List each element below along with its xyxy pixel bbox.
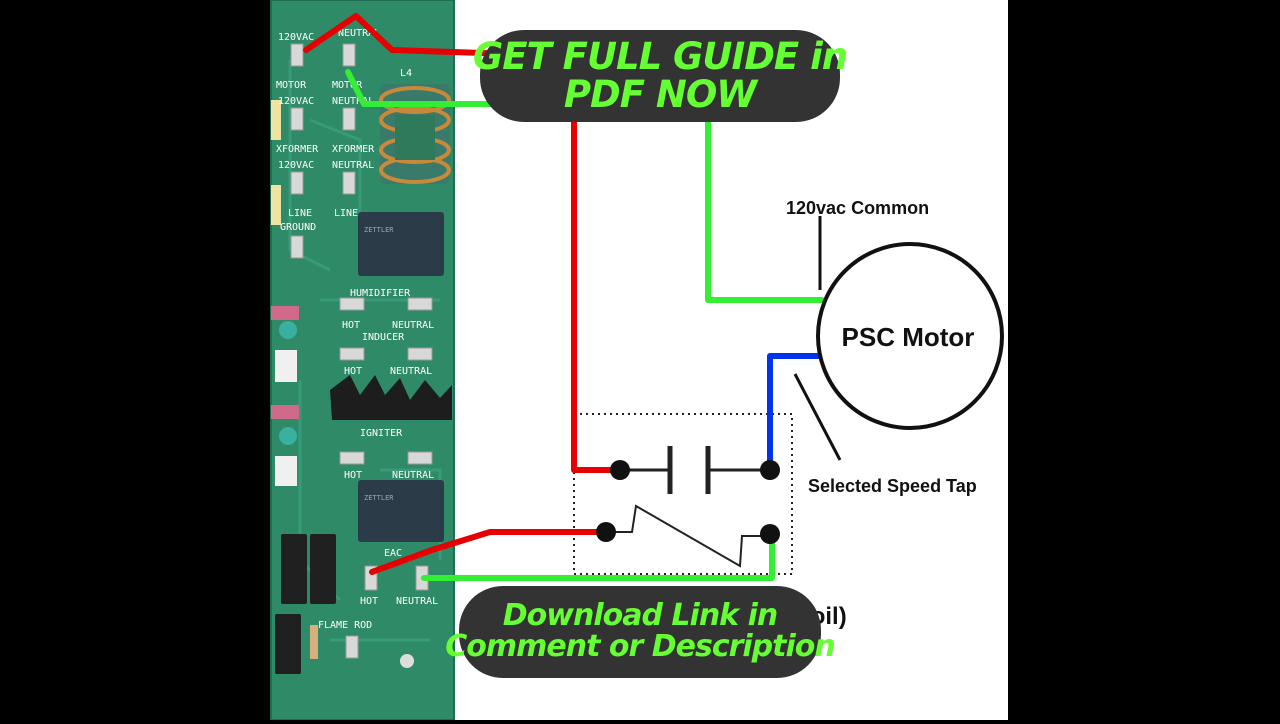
board-label: NEUTRAL: [392, 320, 434, 331]
board-silkscreen: 120VAC NEUTRAL MOTOR MOTOR 120VAC NEUTRAL XFOR…: [276, 28, 438, 631]
board-label: NEUTRAL: [396, 596, 438, 607]
board-label: ZETTLER: [364, 226, 394, 234]
board-label: LINE: [334, 208, 358, 219]
board-label: XFORMER: [332, 144, 375, 155]
board-label: FLAME ROD: [318, 620, 372, 631]
board-label: NEUTRAL: [392, 470, 434, 481]
board-label: EAC: [384, 548, 402, 559]
relay-top: [358, 212, 444, 276]
board-label: NEUTRAL: [338, 28, 380, 39]
get-guide-banner: GET FULL GUIDE in PDF NOW: [473, 30, 848, 122]
control-board: 120VAC NEUTRAL MOTOR MOTOR 120VAC NEUTRAL XFOR…: [270, 0, 455, 721]
board-label: MOTOR: [276, 80, 307, 91]
relay-contacts: [610, 446, 780, 494]
relay-bottom: [358, 480, 444, 542]
board-label: ZETTLER: [364, 494, 394, 502]
hot-wire-eac: [369, 529, 609, 575]
board-label: IGNITER: [360, 428, 403, 439]
board-label: NEUTRAL: [390, 366, 432, 377]
board-label: XFORMER: [276, 144, 319, 155]
neutral-wire-eac: [421, 533, 775, 581]
heatsink: [330, 375, 452, 420]
banner-top-line2: PDF NOW: [563, 73, 757, 116]
board-label: HOT: [342, 320, 360, 331]
psc-motor: [816, 242, 1004, 430]
board-label: HOT: [344, 366, 362, 377]
hot-wire-motor: [303, 13, 623, 473]
board-label: HOT: [360, 596, 378, 607]
board-label: LINE: [288, 208, 312, 219]
board-label: HOT: [344, 470, 362, 481]
board-label: NEUTRAL: [332, 96, 374, 107]
board-label: NEUTRAL: [332, 160, 374, 171]
download-link-banner: Download Link in Comment or Description: [445, 586, 836, 678]
board-label: L4: [400, 68, 412, 79]
banner-top-line1: GET FULL GUIDE in: [472, 35, 848, 79]
common-label: 120vac Common: [786, 198, 929, 218]
motor-label: PSC Motor: [842, 322, 975, 352]
board-label: HUMIDIFIER: [350, 288, 411, 299]
board-label: GROUND: [280, 222, 316, 233]
speed-tap-label: Selected Speed Tap: [808, 476, 977, 496]
speed-tap-leader: [793, 373, 842, 461]
banner-bottom-line1: Download Link in: [502, 598, 778, 634]
board-label: 120VAC: [278, 32, 314, 43]
speed-tap-wire: [767, 353, 821, 473]
board-label: MOTOR: [332, 80, 363, 91]
board-label: 120VAC: [278, 160, 314, 171]
relay-coil: [596, 504, 780, 568]
board-label: 120VAC: [278, 96, 314, 107]
banner-bottom-line2: Comment or Description: [445, 629, 836, 664]
relay-boundary: [573, 413, 793, 575]
board-label: INDUCER: [362, 332, 405, 343]
